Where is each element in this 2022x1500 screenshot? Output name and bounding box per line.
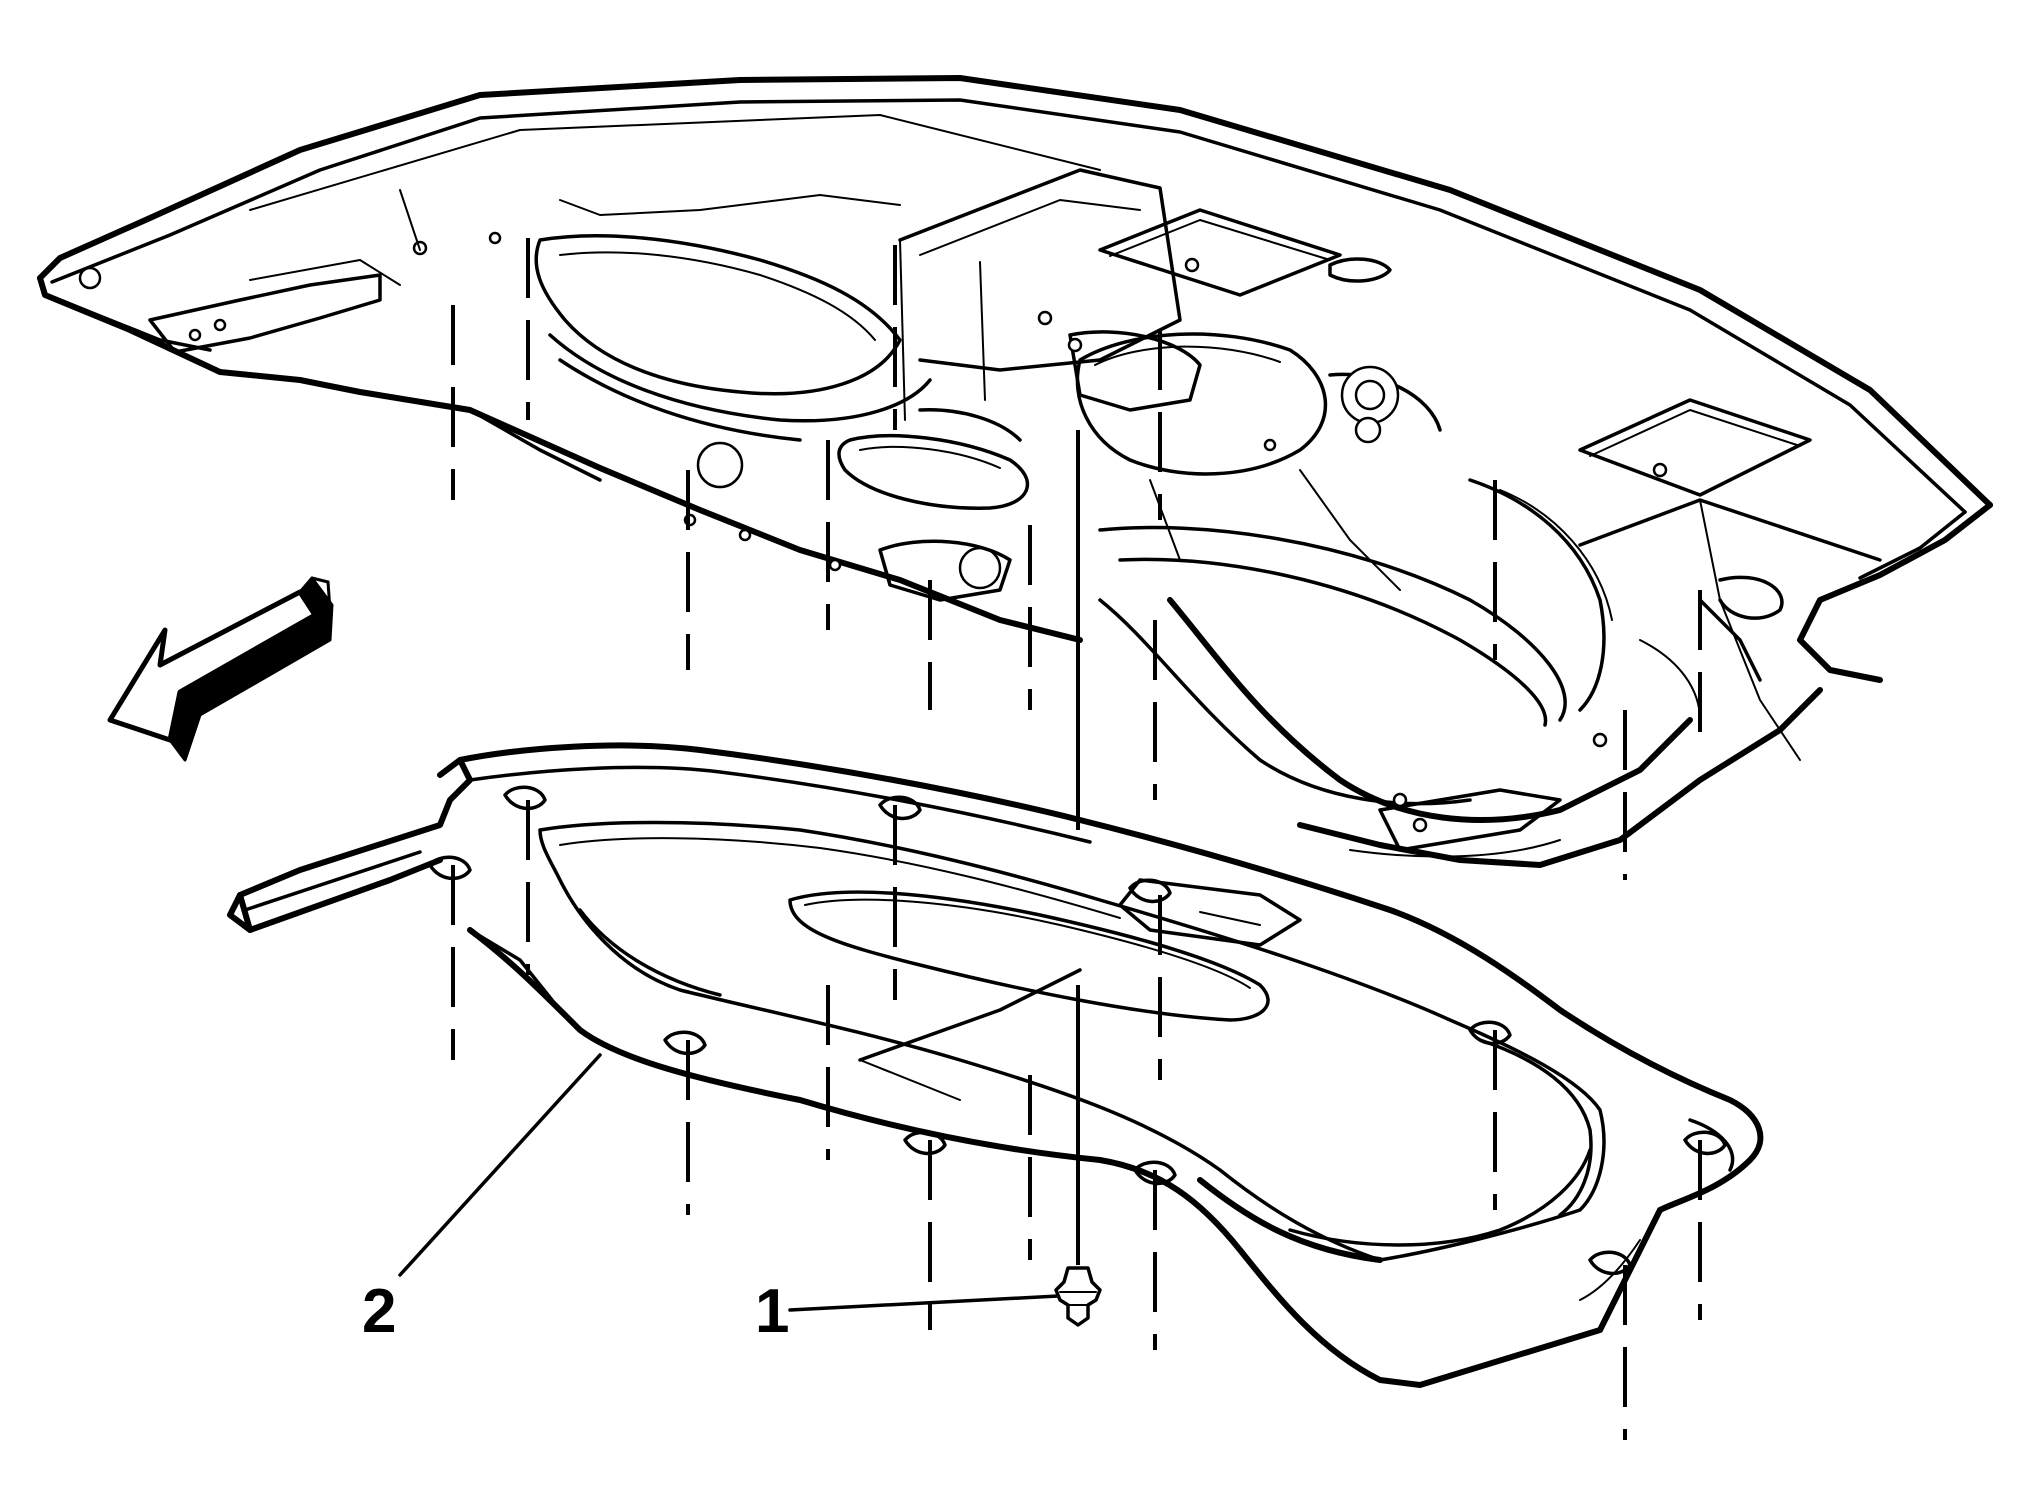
- callout-1: 1: [755, 1277, 1060, 1346]
- rear-compartment-panel: [37, 75, 1993, 868]
- push-pin-retainer-icon: [1054, 1266, 1102, 1327]
- callout-1-label: 1: [755, 1277, 789, 1346]
- trunk-floor-trim-panel: [227, 742, 1764, 1388]
- fastener-alignment-lines: [451, 238, 1702, 1440]
- callout-2: 2: [362, 1053, 602, 1346]
- callout-2-label: 2: [362, 1277, 396, 1346]
- trim-mounting-holes: [428, 785, 1727, 1276]
- front-direction-arrow-icon: [107, 576, 334, 762]
